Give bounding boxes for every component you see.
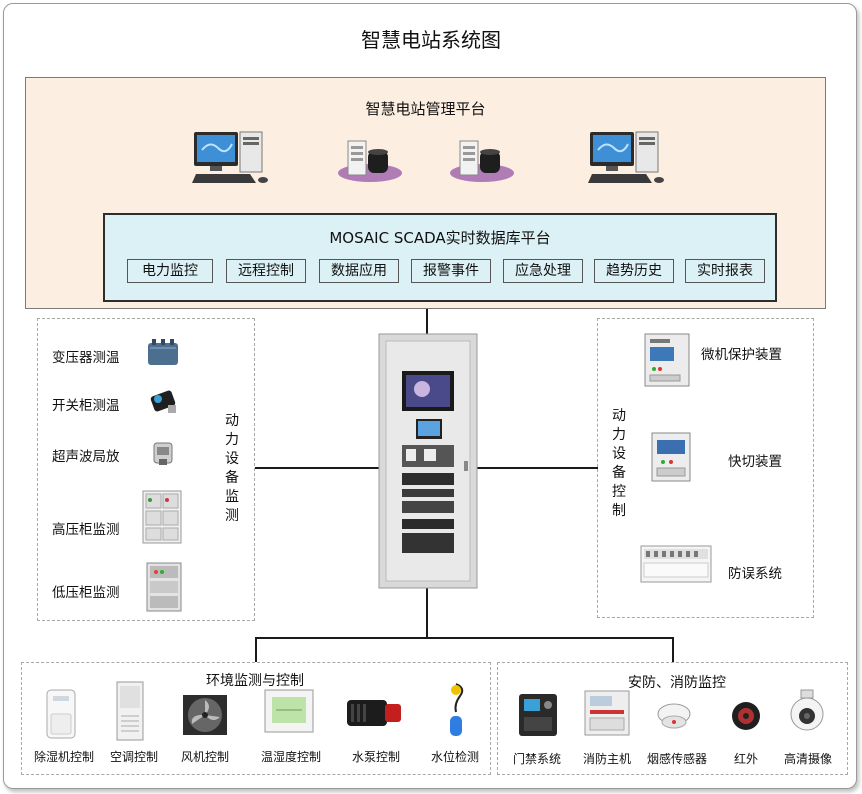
anti-misoperation-panel-icon: [640, 545, 712, 583]
ultrasonic-sensor-icon: [153, 442, 173, 465]
item-label: 低压柜监测: [52, 585, 120, 601]
diagram-title: 智慧电站系统图: [361, 28, 501, 52]
connector-line: [255, 467, 382, 469]
power-control-section: [597, 318, 814, 618]
thermo-hygrometer-icon: [264, 689, 314, 733]
server-icon: [338, 140, 402, 182]
item-label: 快切装置: [728, 454, 782, 470]
security-section: [497, 662, 848, 775]
function-data-application: 数据应用: [319, 259, 399, 283]
item-label: 除湿机控制: [33, 750, 94, 764]
low-voltage-cabinet-icon: [146, 562, 182, 612]
fast-switch-icon: [651, 432, 691, 482]
power-monitoring-title: 动力设备监测: [225, 413, 239, 524]
air-conditioner-icon: [116, 681, 144, 741]
item-label: 高清摄像: [783, 752, 832, 766]
function-power-monitoring: 电力监控: [127, 259, 213, 283]
item-label: 红外: [733, 752, 758, 766]
item-label: 开关柜测温: [52, 398, 120, 414]
function-remote-control: 远程控制: [226, 259, 306, 283]
dehumidifier-icon: [46, 689, 76, 739]
function-trend-history: 趋势历史: [594, 259, 674, 283]
fire-alarm-host-icon: [584, 690, 630, 736]
server-icon: [450, 140, 514, 182]
infrared-sensor-icon: [732, 702, 760, 730]
server-cabinet-icon: [378, 333, 478, 589]
workstation-icon: [192, 131, 268, 183]
item-label: 门禁系统: [512, 752, 561, 766]
scada-platform: MOSAIC SCADA实时数据库平台 电力监控 远程控制 数据应用 报警事件 …: [103, 213, 777, 302]
item-label: 高压柜监测: [52, 522, 120, 538]
item-label: 温湿度控制: [260, 750, 321, 764]
environment-title: 环境监测与控制: [206, 673, 304, 689]
protection-relay-icon: [644, 333, 690, 387]
item-label: 水位检测: [430, 750, 479, 764]
smoke-detector-icon: [657, 703, 691, 729]
item-label: 防误系统: [728, 566, 782, 582]
high-voltage-cabinet-icon: [142, 490, 182, 544]
function-realtime-report: 实时报表: [685, 259, 765, 283]
temperature-sensor-icon: [150, 390, 176, 413]
function-alarm-events: 报警事件: [411, 259, 491, 283]
transformer-icon: [148, 339, 178, 365]
scada-title: MOSAIC SCADA实时数据库平台: [329, 229, 551, 247]
connector-line: [672, 637, 674, 662]
item-label: 烟感传感器: [646, 752, 707, 766]
connector-line: [255, 637, 674, 639]
connector-line: [426, 588, 428, 638]
item-label: 空调控制: [109, 750, 158, 764]
connector-line: [476, 467, 598, 469]
platform-title: 智慧电站管理平台: [365, 100, 486, 118]
security-title: 安防、消防监控: [628, 675, 726, 691]
environment-section: [21, 662, 491, 775]
water-pump-icon: [347, 700, 401, 726]
fan-icon: [183, 695, 227, 735]
connector-line: [426, 309, 428, 337]
item-label: 微机保护装置: [701, 347, 782, 363]
item-label: 消防主机: [582, 752, 631, 766]
connector-line: [255, 637, 257, 662]
item-label: 风机控制: [180, 750, 229, 764]
function-emergency-handling: 应急处理: [503, 259, 583, 283]
power-monitoring-section: [37, 318, 255, 621]
access-control-icon: [519, 694, 557, 736]
hd-camera-icon: [790, 689, 824, 731]
power-control-title: 动力设备控制: [612, 408, 626, 519]
item-label: 变压器测温: [52, 350, 120, 366]
water-level-sensor-icon: [450, 683, 464, 736]
workstation-icon: [588, 131, 664, 183]
item-label: 超声波局放: [52, 449, 120, 465]
item-label: 水泵控制: [351, 750, 400, 764]
